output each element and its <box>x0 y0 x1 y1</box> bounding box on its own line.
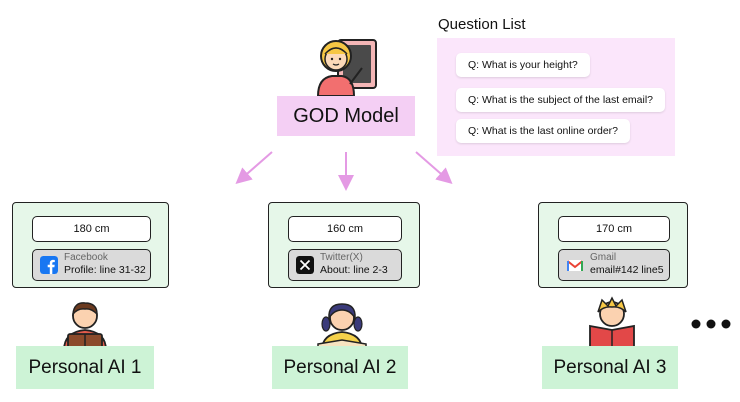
reader-boy-illustration <box>63 302 107 350</box>
god-model-box: GOD Model <box>277 96 415 136</box>
source-detail: email#142 line5 <box>590 264 664 276</box>
reader-girl-illustration <box>317 303 367 350</box>
arrow-right <box>415 151 453 184</box>
more-dots-icon <box>691 319 731 329</box>
source-detail: Profile: line 31-32 <box>64 264 146 276</box>
arrow-left <box>235 151 273 184</box>
personal-ai-1-label: Personal AI 1 <box>16 346 154 389</box>
source-name: Twitter(X) <box>320 252 363 263</box>
source-name: Facebook <box>64 252 108 263</box>
question-list-panel: Q: What is your height? Q: What is the s… <box>437 38 675 156</box>
question-list-title: Question List <box>438 16 526 33</box>
x-twitter-icon <box>296 256 314 274</box>
teacher-illustration <box>316 39 377 96</box>
value-box: 170 cm <box>558 216 670 242</box>
personal-ai-2-panel: 160 cm Twitter(X) About: line 2-3 <box>268 202 420 288</box>
personal-ai-3-panel: 170 cm Gmail email#142 line5 <box>538 202 688 288</box>
question-item: Q: What is your height? <box>456 53 590 77</box>
value-box: 160 cm <box>288 216 402 242</box>
personal-ai-1-panel: 180 cm Facebook Profile: line 31-32 <box>12 202 169 288</box>
gmail-icon <box>566 260 584 271</box>
reader-blonde-illustration <box>589 296 635 352</box>
personal-ai-3-label: Personal AI 3 <box>542 346 678 389</box>
source-box: Gmail email#142 line5 <box>558 249 670 281</box>
source-name: Gmail <box>590 252 617 263</box>
value-box: 180 cm <box>32 216 151 242</box>
question-item: Q: What is the subject of the last email… <box>456 88 666 112</box>
personal-ai-2-label: Personal AI 2 <box>272 346 408 389</box>
facebook-icon <box>40 256 58 274</box>
source-detail: About: line 2-3 <box>320 264 388 276</box>
source-box: Facebook Profile: line 31-32 <box>32 249 151 281</box>
source-box: Twitter(X) About: line 2-3 <box>288 249 402 281</box>
question-item: Q: What is the last online order? <box>456 119 630 143</box>
